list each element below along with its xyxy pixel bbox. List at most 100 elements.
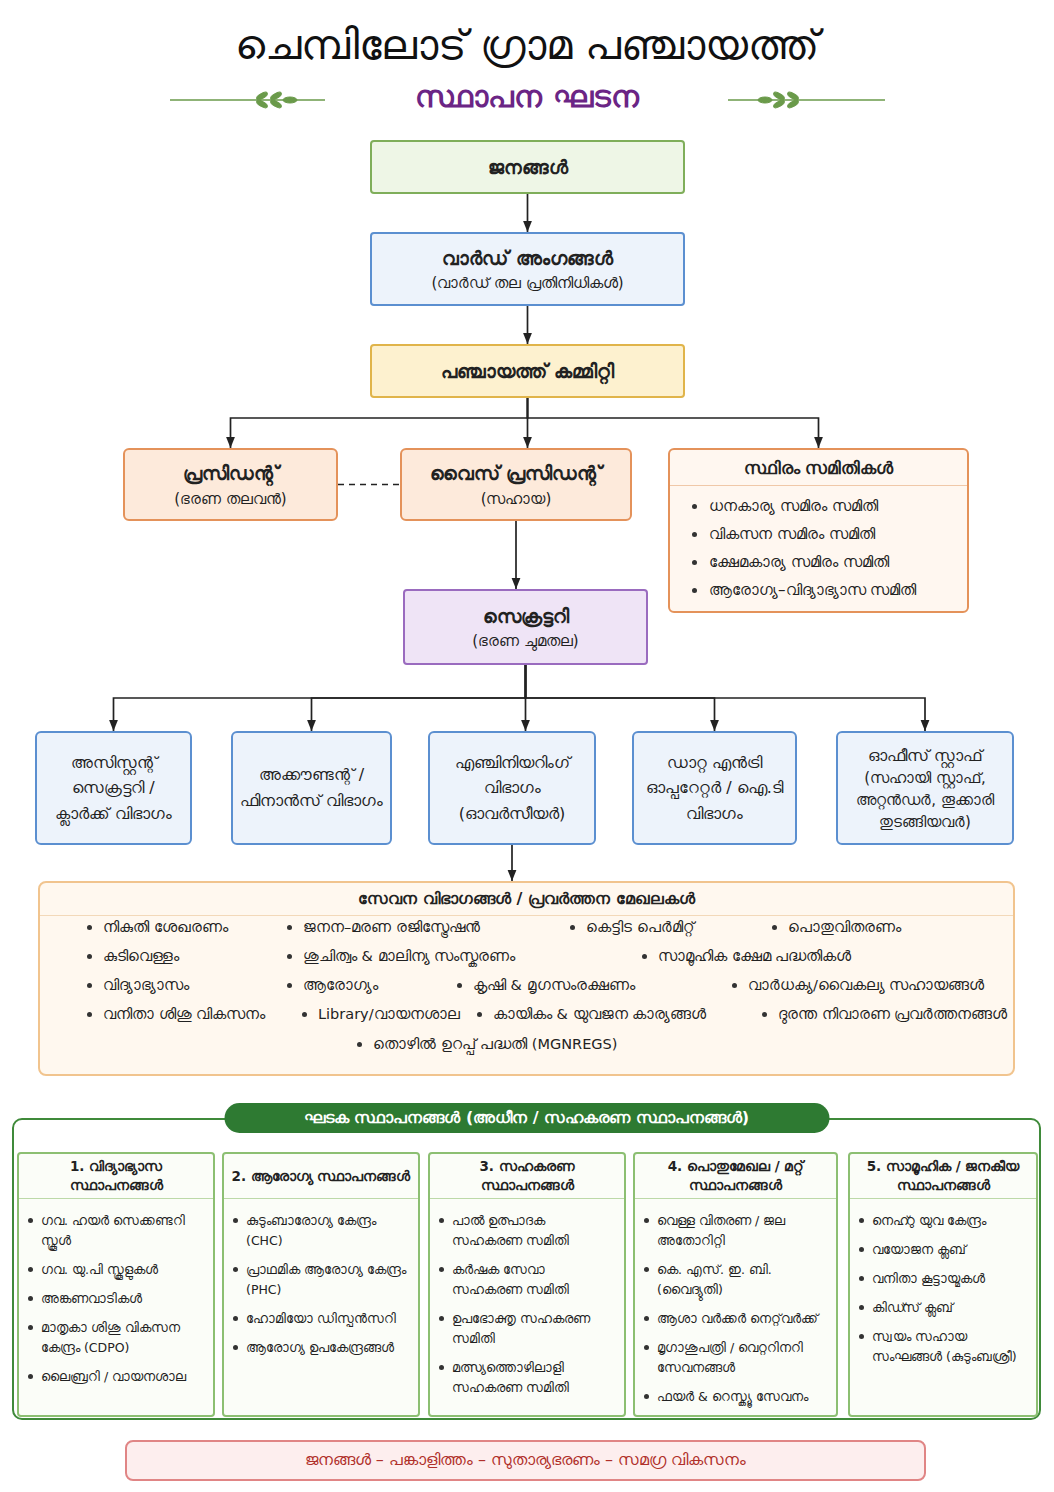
diagram-subtitle: സ്ഥാപന ഘടന xyxy=(0,74,1054,120)
arrow-connector xyxy=(312,665,526,731)
list-row: മത്സ്യത്തൊഴിലാളി സഹകരണ സമിതി xyxy=(439,1358,618,1398)
bullet-dot xyxy=(28,1325,33,1330)
bullet-dot xyxy=(357,1042,362,1047)
service-item: തൊഴിൽ ഉറപ്പ് പദ്ധതി (MGNREGS) xyxy=(373,1036,617,1053)
bullet-dot xyxy=(233,1345,238,1350)
list-item: മൃഗാശുപത്രി / വെറ്ററിനറി സേവനങ്ങൾ xyxy=(657,1338,830,1378)
list-row: കുടുംബാരോഗ്യ കേന്ദ്രം (CHC) xyxy=(233,1211,412,1251)
bullet-dot xyxy=(644,1267,649,1272)
list-row: നെഹ്റു യുവ കേന്ദ്രം xyxy=(859,1211,1030,1231)
bullet-dot xyxy=(644,1218,649,1223)
list-row: Library/വായനശാല xyxy=(302,1003,460,1025)
bullet-dot xyxy=(87,954,92,959)
group-heading: ഘടക സ്ഥാപനങ്ങൾ (അധീന / സഹകരണ സ്ഥാപനങ്ങൾ) xyxy=(224,1103,829,1133)
bullet-dot xyxy=(570,925,575,930)
node-heading: ജനങ്ങൾ – പങ്കാളിത്തം – സുതാര്യഭരണം – സമഗ… xyxy=(305,1449,747,1471)
column-box: 1. വിദ്യാഭ്യാസ സ്ഥാപനങ്ങൾ ഗവ. ഹയർ സെക്കണ്… xyxy=(17,1152,215,1417)
org-box: എഞ്ചിനിയറിംഗ് വിഭാഗം(ഓവർസീയർ) xyxy=(428,731,596,845)
item-list: കുടുംബാരോഗ്യ കേന്ദ്രം (CHC) പ്രാഥമിക ആരോഗ… xyxy=(224,1199,418,1358)
list-item: ഹോമിയോ ഡിസ്പൻസറി xyxy=(246,1309,396,1329)
org-box: സ്ഥിരം സമിതികൾധനകാര്യ സമിരം സമിതിവികസന സ… xyxy=(668,448,969,613)
list-item: കെ. എസ്. ഇ. ബി. (വൈദ്യുതി) xyxy=(657,1260,830,1300)
org-box: സെക്രട്ടറി(ഭരണ ചുമതല) xyxy=(403,589,648,665)
item-list: ധനകാര്യ സമിരം സമിതിവികസന സമിരം സമിതിക്ഷേ… xyxy=(670,486,967,604)
service-item: ആരോഗ്യം xyxy=(303,977,378,994)
leaf xyxy=(256,99,269,109)
group-box: ഘടക സ്ഥാപനങ്ങൾ (അധീന / സഹകരണ സ്ഥാപനങ്ങൾ)… xyxy=(12,1118,1041,1420)
org-box: പ്രസിഡന്റ്(ഭരണ തലവൻ) xyxy=(123,448,338,521)
dashed-link xyxy=(338,484,400,486)
service-item: നികുതി ശേഖരണം xyxy=(103,919,228,936)
list-row: പൊതുവിതരണം xyxy=(772,916,901,938)
list-item: കുടുംബാരോഗ്യ കേന്ദ്രം (CHC) xyxy=(246,1211,412,1251)
leaf xyxy=(256,91,269,101)
list-item: വനിതാ കൂട്ടായ്മകൾ xyxy=(872,1269,985,1289)
service-item: കായികം & യുവജന കാര്യങ്ങൾ xyxy=(493,1006,706,1023)
leaf-divider xyxy=(728,91,885,109)
node-subtext: (ഭരണ ചുമതല) xyxy=(472,630,578,653)
bullet-dot xyxy=(644,1394,649,1399)
arrow-connector xyxy=(528,398,819,448)
node-heading: എഞ്ചിനിയറിംഗ് വിഭാഗം xyxy=(436,750,588,801)
list-row: ഗവ. ഹയർ സെക്കണ്ടറി സ്കൂൾ xyxy=(28,1211,207,1251)
list-row: വികസന സമിരം സമിതി xyxy=(692,520,955,548)
bullet-dot xyxy=(642,954,647,959)
bullet-dot xyxy=(287,925,292,930)
list-item: ആരോഗ്യ–വിദ്യാഭ്യാസ സമിതി xyxy=(709,581,916,599)
arrow-connector xyxy=(527,398,529,448)
list-row: വാർധക്യ/വൈകല്യ സഹായങ്ങൾ xyxy=(732,974,985,996)
node-heading: അസിസ്റ്റന്റ് സെക്രട്ടറി / ക്ലാർക്ക് വിഭാ… xyxy=(43,750,184,827)
bullet-dot xyxy=(28,1267,33,1272)
column-box: 5. സാമൂഹിക / ജനകീയ സ്ഥാപനങ്ങൾനെഹ്റു യുവ … xyxy=(848,1152,1038,1417)
list-item: ഫയർ & റെസ്ക്യൂ സേവനം xyxy=(657,1387,808,1407)
divider-line xyxy=(170,99,325,101)
list-row: നികുതി ശേഖരണം xyxy=(87,916,228,938)
bullet-dot xyxy=(692,504,697,509)
bullet-dot xyxy=(859,1247,864,1252)
bullet-dot xyxy=(457,983,462,988)
list-item: വികസന സമിരം സമിതി xyxy=(709,525,875,543)
list-item: കിഡ്സ് ക്ലബ് xyxy=(872,1298,953,1318)
node-heading: പഞ്ചായത്ത് കമ്മിറ്റി xyxy=(441,357,615,386)
item-list: നെഹ്റു യുവ കേന്ദ്രം വയോജന ക്ലബ് വനിതാ കൂട്… xyxy=(850,1199,1036,1367)
service-item: ജനന–മരണ രജിസ്ട്രേഷൻ xyxy=(303,919,480,936)
bullet-dot xyxy=(692,532,697,537)
bullet-dot xyxy=(439,1218,444,1223)
column-box: 4. പൊതുമേഖല / മറ്റ് സ്ഥാപനങ്ങൾവെള്ള വിതര… xyxy=(633,1152,838,1417)
list-row: ഫയർ & റെസ്ക്യൂ സേവനം xyxy=(644,1387,830,1407)
list-row: സാമൂഹിക ക്ഷേമ പദ്ധതികൾ xyxy=(642,945,851,967)
bullet-dot xyxy=(859,1218,864,1223)
node-heading: വൈസ് പ്രസിഡന്റ് xyxy=(430,459,603,488)
node-subtext: (വാർഡ് തല പ്രതിനിധികൾ) xyxy=(431,272,623,295)
node-heading: സ്ഥിരം സമിതികൾ xyxy=(670,450,967,486)
arrow-connector xyxy=(527,194,529,232)
list-item: വയോജന ക്ലബ് xyxy=(872,1240,966,1260)
node-subtext: (സഹായി സ്റ്റാഫ്, അറ്റൻഡർ, തൂക്കാരി തുടങ്… xyxy=(844,768,1006,833)
bullet-dot xyxy=(859,1305,864,1310)
list-row: വനിതാ കൂട്ടായ്മകൾ xyxy=(859,1269,1030,1289)
leaf xyxy=(270,99,283,109)
bullet-dot xyxy=(287,983,292,988)
list-row: വിദ്യാഭ്യാസം xyxy=(87,974,189,996)
list-row: കൃഷി & മൃഗസംരക്ഷണം xyxy=(457,974,635,996)
service-item: പൊതുവിതരണം xyxy=(788,919,901,936)
list-row: വനിതാ ശിശു വികസനം xyxy=(87,1003,265,1025)
list-row: വയോജന ക്ലബ് xyxy=(859,1240,1030,1260)
service-item: കെട്ടിട പെർമിറ്റ് xyxy=(586,919,694,936)
bullet-dot xyxy=(732,983,737,988)
list-row: പ്രാഥമിക ആരോഗ്യ കേന്ദ്രം (PHC) xyxy=(233,1260,412,1300)
list-row: ജനന–മരണ രജിസ്ട്രേഷൻ xyxy=(287,916,480,938)
org-box: വാർഡ് അംഗങ്ങൾ(വാർഡ് തല പ്രതിനിധികൾ) xyxy=(370,232,685,306)
leaf xyxy=(758,97,772,103)
bullet-dot xyxy=(692,560,697,565)
bullet-dot xyxy=(87,1012,92,1017)
list-item: ഗവ. ഹയർ സെക്കണ്ടറി സ്കൂൾ xyxy=(41,1211,207,1251)
list-row: ഉപഭോക്തൃ സഹകരണ സമിതി xyxy=(439,1309,618,1349)
bullet-dot xyxy=(233,1316,238,1321)
node-heading: വാർഡ് അംഗങ്ങൾ xyxy=(442,244,613,273)
node-heading: 1. വിദ്യാഭ്യാസ സ്ഥാപനങ്ങൾ xyxy=(19,1154,213,1199)
column-box: 3. സഹകരണ സ്ഥാപനങ്ങൾപാൽ ഉത്പാദക സഹകരണ സമി… xyxy=(428,1152,626,1417)
list-item: സ്വയം സഹായ സംഘങ്ങൾ (കുടുംബശ്രീ) xyxy=(872,1327,1030,1367)
arrow-connector xyxy=(511,845,513,881)
